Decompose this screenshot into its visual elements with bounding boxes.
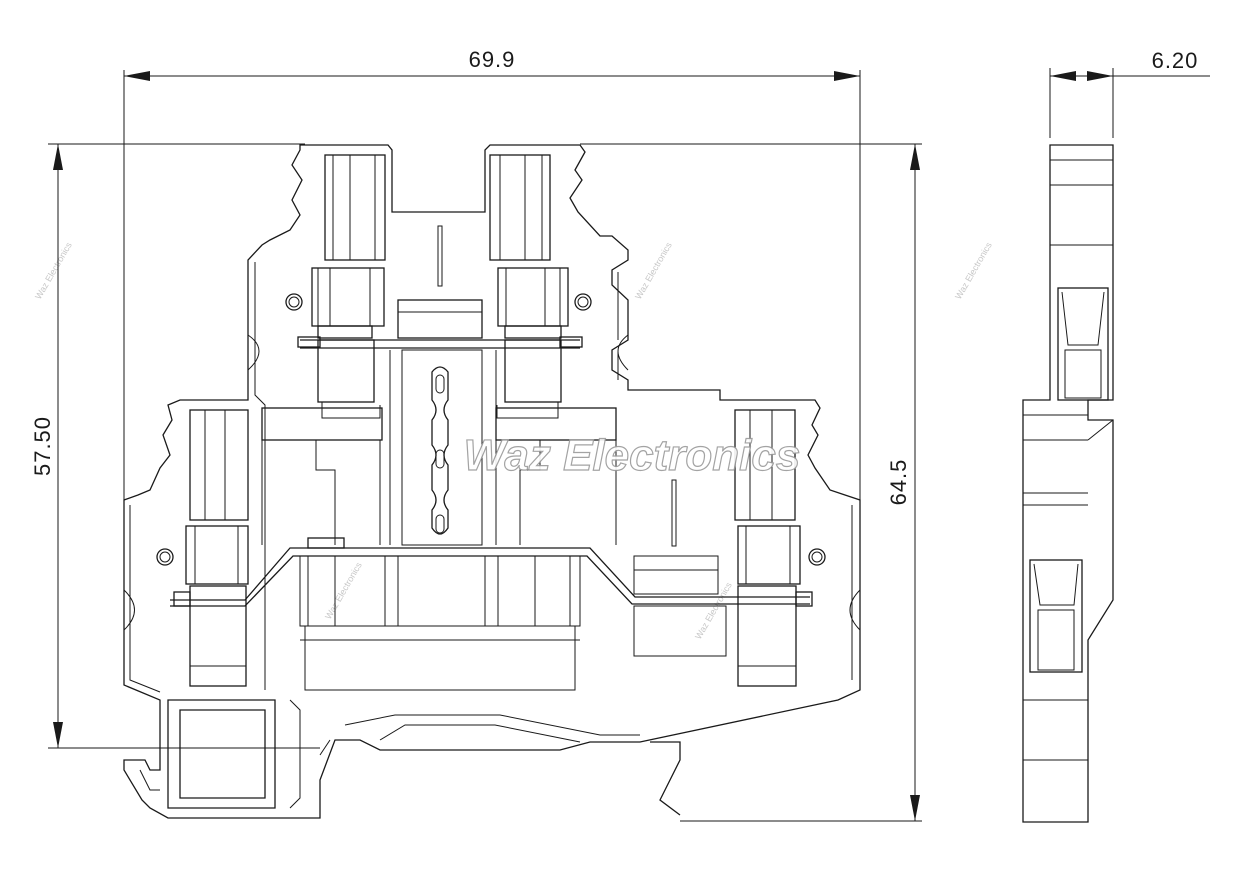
upper-right-clamp xyxy=(489,154,592,419)
upper-left-clamp xyxy=(285,154,386,419)
side-view-outline xyxy=(1022,144,1114,823)
front-view-outline xyxy=(123,144,861,819)
lower-left-clamp xyxy=(156,409,249,687)
rail-foot xyxy=(139,699,681,816)
lower-contact-bar xyxy=(170,537,810,691)
front-view xyxy=(123,144,861,819)
dimension-left-height-label: 57.50 xyxy=(30,416,55,476)
dimension-width-label: 69.9 xyxy=(469,47,516,72)
dimension-right-height-label: 64.5 xyxy=(886,459,911,506)
dimension-left-height: 57.50 xyxy=(30,143,320,749)
dimension-side-width-label: 6.20 xyxy=(1152,48,1199,73)
svg-text:Waz Electronics: Waz Electronics xyxy=(323,560,364,621)
dimension-width: 69.9 xyxy=(123,47,861,500)
svg-text:Waz Electronics: Waz Electronics xyxy=(953,240,994,301)
dimension-right-height: 64.5 xyxy=(580,143,922,822)
dimension-side-width: 6.20 xyxy=(1049,48,1210,138)
svg-text:Waz Electronics: Waz Electronics xyxy=(33,240,74,301)
side-view xyxy=(1022,144,1114,823)
svg-text:Waz Electronics: Waz Electronics xyxy=(693,580,734,641)
watermark-text: Waz Electronics xyxy=(464,431,801,480)
svg-text:Waz Electronics: Waz Electronics xyxy=(633,240,674,301)
top-center-slot xyxy=(437,225,443,287)
center-busbar xyxy=(300,299,580,546)
lower-right-clamp xyxy=(633,409,826,687)
middle-housing xyxy=(261,407,617,545)
